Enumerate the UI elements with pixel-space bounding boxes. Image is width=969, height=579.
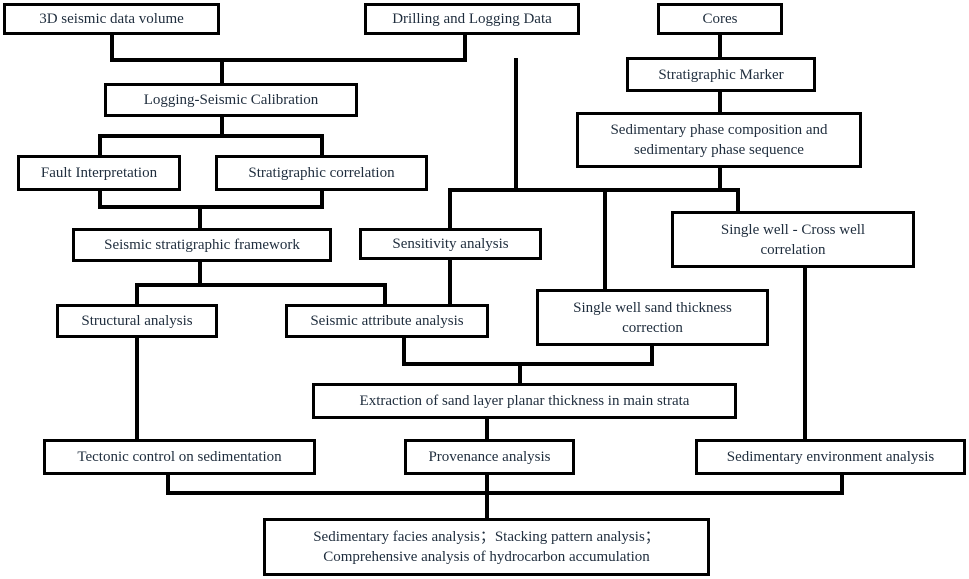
stratigraphic-correlation-label: Stratigraphic correlation [248, 165, 395, 181]
stratigraphic-correlation-box: Stratigraphic correlation [215, 155, 428, 191]
seismic-data-volume-label: 3D seismic data volume [39, 11, 184, 27]
sedimentary-phase-label-line2: sedimentary phase sequence [634, 142, 804, 158]
sand-thickness-correction-label-line1: Single well sand thickness [573, 299, 732, 316]
fault-interpretation-label: Fault Interpretation [40, 165, 158, 181]
seismic-stratigraphic-framework-box: Seismic stratigraphic framework [72, 228, 332, 262]
logging-seismic-calibration-label: Logging-Seismic Calibration [143, 92, 319, 108]
sand-layer-extraction-label: Extraction of sand layer planar thicknes… [359, 393, 690, 409]
fault-interpretation-box: Fault Interpretation [17, 155, 181, 191]
stratigraphic-marker-box: Stratigraphic Marker [626, 57, 816, 92]
logging-seismic-calibration-box: Logging-Seismic Calibration [104, 83, 358, 117]
sand-thickness-correction-label-line2: correction [622, 319, 683, 336]
cores-box: Cores [657, 3, 783, 35]
final-analysis-label-line2: Comprehensive analysis of hydrocarbon ac… [323, 549, 650, 565]
final-analysis-box: Sedimentary facies analysis；Stacking pat… [263, 518, 710, 576]
single-cross-well-box: Single well - Cross well correlation [671, 211, 915, 268]
structural-analysis-box: Structural analysis [56, 304, 218, 338]
stratigraphic-marker-label: Stratigraphic Marker [658, 66, 784, 83]
single-cross-well-label-line1: Single well - Cross well [720, 221, 866, 238]
seismic-attribute-analysis-box: Seismic attribute analysis [285, 304, 489, 338]
tectonic-control-label: Tectonic control on sedimentation [77, 449, 282, 465]
sedimentary-phase-box: Sedimentary phase composition and sedime… [576, 112, 862, 168]
cores-label: Cores [702, 11, 738, 27]
drilling-logging-label: Drilling and Logging Data [392, 11, 552, 27]
provenance-analysis-label: Provenance analysis [428, 449, 551, 465]
provenance-analysis-box: Provenance analysis [404, 439, 575, 475]
tectonic-control-box: Tectonic control on sedimentation [43, 439, 316, 475]
sedimentary-phase-label-line1: Sedimentary phase composition and [610, 122, 828, 138]
single-cross-well-label-line2: correlation [760, 241, 826, 258]
final-analysis-label-line1: Sedimentary facies analysis；Stacking pat… [313, 529, 660, 545]
sand-thickness-correction-box: Single well sand thickness correction [536, 289, 769, 346]
seismic-data-volume-box: 3D seismic data volume [3, 3, 220, 35]
sand-layer-extraction-box: Extraction of sand layer planar thicknes… [312, 383, 737, 419]
structural-analysis-label: Structural analysis [81, 313, 193, 329]
sedimentary-environment-label: Sedimentary environment analysis [726, 449, 935, 465]
sensitivity-analysis-box: Sensitivity analysis [359, 228, 542, 260]
seismic-stratigraphic-framework-label: Seismic stratigraphic framework [104, 237, 300, 253]
sedimentary-environment-box: Sedimentary environment analysis [695, 439, 966, 475]
sensitivity-analysis-label: Sensitivity analysis [392, 236, 509, 252]
seismic-attribute-analysis-label: Seismic attribute analysis [310, 313, 464, 329]
drilling-logging-box: Drilling and Logging Data [364, 3, 580, 35]
